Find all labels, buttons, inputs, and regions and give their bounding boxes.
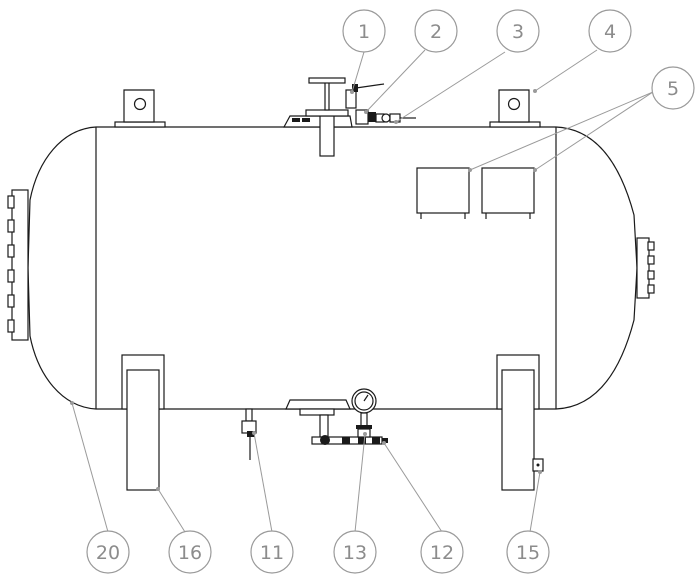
callout-16: 16 <box>168 530 212 574</box>
lifting-lug-left <box>114 89 166 128</box>
callout-4: 4 <box>588 9 632 53</box>
callout-12: 12 <box>420 530 464 574</box>
saddle-support-left <box>121 354 165 491</box>
callout-13-label: 13 <box>343 542 367 564</box>
top-fittings <box>282 77 416 157</box>
callout-20-label: 20 <box>96 542 120 564</box>
callout-2-label: 2 <box>430 21 442 43</box>
callout-5-label: 5 <box>667 78 679 100</box>
callout-13: 13 <box>333 530 377 574</box>
callout-11-label: 11 <box>260 542 284 564</box>
lifting-lug-right <box>489 89 541 128</box>
leader-lines <box>70 49 654 533</box>
nameplates <box>416 167 535 219</box>
callout-15-label: 15 <box>516 542 540 564</box>
callout-1-label: 1 <box>358 21 370 43</box>
callout-5: 5 <box>651 66 695 110</box>
right-head <box>555 126 638 410</box>
left-head <box>27 126 97 410</box>
callout-20: 20 <box>86 530 130 574</box>
left-manway-flange <box>7 189 29 341</box>
callout-1: 1 <box>342 9 386 53</box>
callout-3-label: 3 <box>512 21 524 43</box>
callout-11: 11 <box>250 530 294 574</box>
callout-12-label: 12 <box>430 542 454 564</box>
callout-15: 15 <box>506 530 550 574</box>
callout-16-label: 16 <box>178 542 202 564</box>
drain-valve <box>241 408 257 460</box>
right-nozzle-flange <box>636 237 655 299</box>
bottom-manifold <box>285 388 388 445</box>
callout-2: 2 <box>414 9 458 53</box>
callout-3: 3 <box>496 9 540 53</box>
saddle-support-right <box>496 354 544 491</box>
callout-4-label: 4 <box>604 21 616 43</box>
